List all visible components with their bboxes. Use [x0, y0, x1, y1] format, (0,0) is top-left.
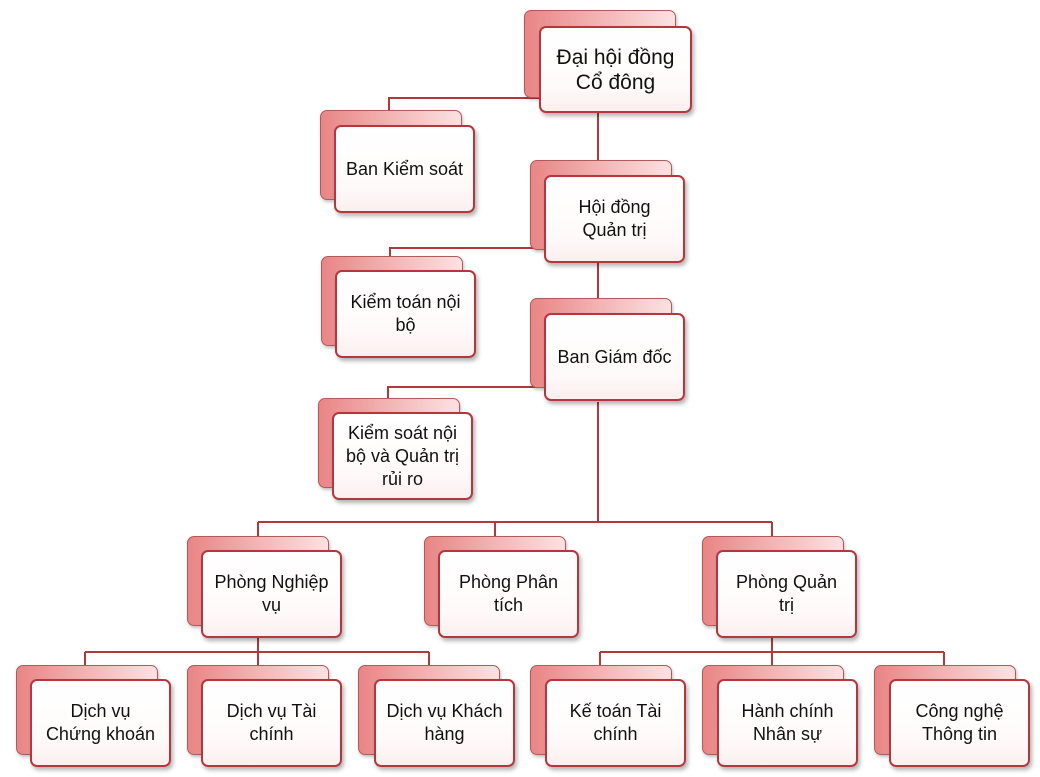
node-label: Phòng Quản trị — [735, 572, 838, 615]
node-label: Kiểm toán nội bộ — [350, 292, 461, 335]
node-label: Hành chính Nhân sự — [741, 701, 834, 744]
node-analysis-dept: Phòng Phân tích — [424, 536, 582, 642]
node-management: Ban Giám đốc — [530, 298, 688, 404]
node-hr: Hành chính Nhân sự — [702, 665, 860, 771]
node-label: Đại hội đồng Cổ đông — [556, 45, 675, 94]
node-label: Kiểm soát nội bộ và Quản trị rủi ro — [345, 422, 460, 489]
node-internal-control: Kiểm soát nội bộ và Quản trị rủi ro — [318, 398, 476, 504]
node-label: Phòng Nghiệp vụ — [214, 572, 329, 615]
node-supervisory-board: Ban Kiểm soát — [320, 110, 478, 216]
node-label: Ban Giám đốc — [557, 346, 672, 367]
node-label: Kế toán Tài chính — [569, 701, 662, 744]
node-label: Dịch vụ Tài chính — [226, 701, 317, 744]
node-label: Phòng Phân tích — [458, 572, 559, 615]
node-shareholders: Đại hội đồng Cổ đông — [524, 10, 694, 114]
node-business-dept: Phòng Nghiệp vụ — [187, 536, 345, 642]
node-customer-service: Dịch vụ Khách hàng — [358, 665, 516, 771]
node-label: Dịch vụ Chứng khoán — [45, 701, 156, 744]
node-label: Hội đồng Quản trị — [578, 197, 651, 240]
node-label: Ban Kiểm soát — [345, 158, 464, 179]
node-label: Công nghệ Thông tin — [915, 701, 1004, 744]
node-admin-dept: Phòng Quản trị — [702, 536, 860, 642]
node-securities-service: Dịch vụ Chứng khoán — [16, 665, 174, 771]
node-internal-audit: Kiểm toán nội bộ — [321, 256, 479, 362]
node-board-of-directors: Hội đồng Quản trị — [530, 160, 688, 266]
node-financial-service: Dịch vụ Tài chính — [187, 665, 345, 771]
node-accounting: Kế toán Tài chính — [530, 665, 688, 771]
node-it: Công nghệ Thông tin — [874, 665, 1032, 771]
node-label: Dịch vụ Khách hàng — [386, 701, 503, 744]
